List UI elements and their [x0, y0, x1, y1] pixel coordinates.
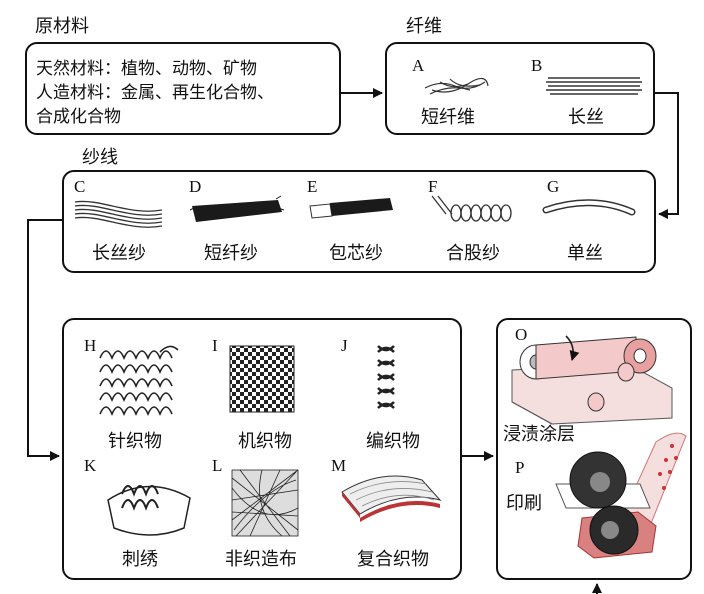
- fabric-label-knitted: 针织物: [108, 431, 162, 452]
- fabric-letter-l: L: [212, 456, 223, 475]
- yarn-label-core: 包芯纱: [329, 243, 383, 264]
- finishing-label-dip-coating: 浸渍涂层: [503, 424, 575, 445]
- yarn-title: 纱线: [82, 147, 118, 168]
- plied-yarn-illustration: [431, 195, 512, 222]
- braided-fabric-illustration: [377, 345, 395, 409]
- fiber-label-short: 短纤维: [421, 107, 475, 128]
- finishing-label-printing: 印刷: [506, 493, 542, 514]
- embroidery-illustration: [107, 485, 191, 536]
- yarn-box: [62, 170, 656, 273]
- arrow-fiber-to-yarn: [655, 92, 679, 219]
- printing-illustration: [555, 432, 687, 559]
- yarn-letter-d: D: [189, 177, 202, 196]
- arrow-yarn-to-fabric: [27, 219, 62, 461]
- fabric-letter-j: J: [341, 336, 348, 355]
- filament-illustration: [546, 77, 642, 95]
- short-fiber-illustration: [424, 77, 489, 95]
- fiber-label-filament: 长丝: [568, 107, 604, 128]
- yarn-letter-g: G: [547, 177, 560, 196]
- fabric-label-embroidery: 刺绣: [122, 549, 158, 570]
- fabric-letter-m: M: [331, 456, 347, 475]
- composite-fabric-illustration: [341, 475, 442, 522]
- raw-materials-line: 天然材料：植物、动物、矿物: [36, 59, 257, 79]
- finishing-letter-p: P: [515, 458, 525, 477]
- raw-materials-line: 合成化合物: [36, 107, 121, 127]
- core-yarn-illustration: [309, 198, 393, 219]
- fabric-label-composite: 复合织物: [357, 549, 429, 570]
- raw-materials-box: [25, 42, 341, 135]
- fabric-label-braided: 编织物: [366, 431, 420, 452]
- finishing-letter-o: O: [515, 325, 528, 344]
- yarn-label-mono: 单丝: [567, 243, 603, 264]
- fabric-label-nonwoven: 非织造布: [225, 549, 297, 570]
- fiber-letter-b: B: [531, 56, 543, 75]
- yarn-letter-c: C: [74, 177, 86, 196]
- filament-yarn-illustration: [74, 200, 163, 228]
- raw-materials-title: 原材料: [35, 16, 89, 37]
- fiber-letter-a: A: [412, 56, 425, 75]
- fiber-title: 纤维: [406, 16, 442, 37]
- fabric-letter-h: H: [84, 336, 97, 355]
- yarn-letter-e: E: [307, 177, 318, 196]
- nonwoven-illustration: [231, 469, 299, 537]
- dip-coating-illustration: [511, 335, 673, 425]
- raw-materials-line: 人造材料：金属、再生化合物、: [36, 83, 274, 103]
- yarn-label-spun: 短纤纱: [204, 243, 258, 264]
- yarn-letter-f: F: [428, 177, 438, 196]
- fabric-label-woven: 机织物: [238, 431, 292, 452]
- fabric-letter-i: I: [212, 336, 218, 355]
- spun-yarn-illustration: [189, 195, 285, 222]
- fiber-box: [385, 42, 655, 135]
- woven-fabric-illustration: [229, 345, 295, 413]
- knitted-fabric-illustration: [99, 345, 179, 417]
- yarn-label-plied: 合股纱: [446, 243, 500, 264]
- raw-materials-list: 天然材料：植物、动物、矿物 人造材料：金属、再生化合物、 合成化合物: [36, 57, 274, 129]
- yarn-label-filament: 长丝纱: [92, 243, 146, 264]
- fabric-letter-k: K: [84, 456, 97, 475]
